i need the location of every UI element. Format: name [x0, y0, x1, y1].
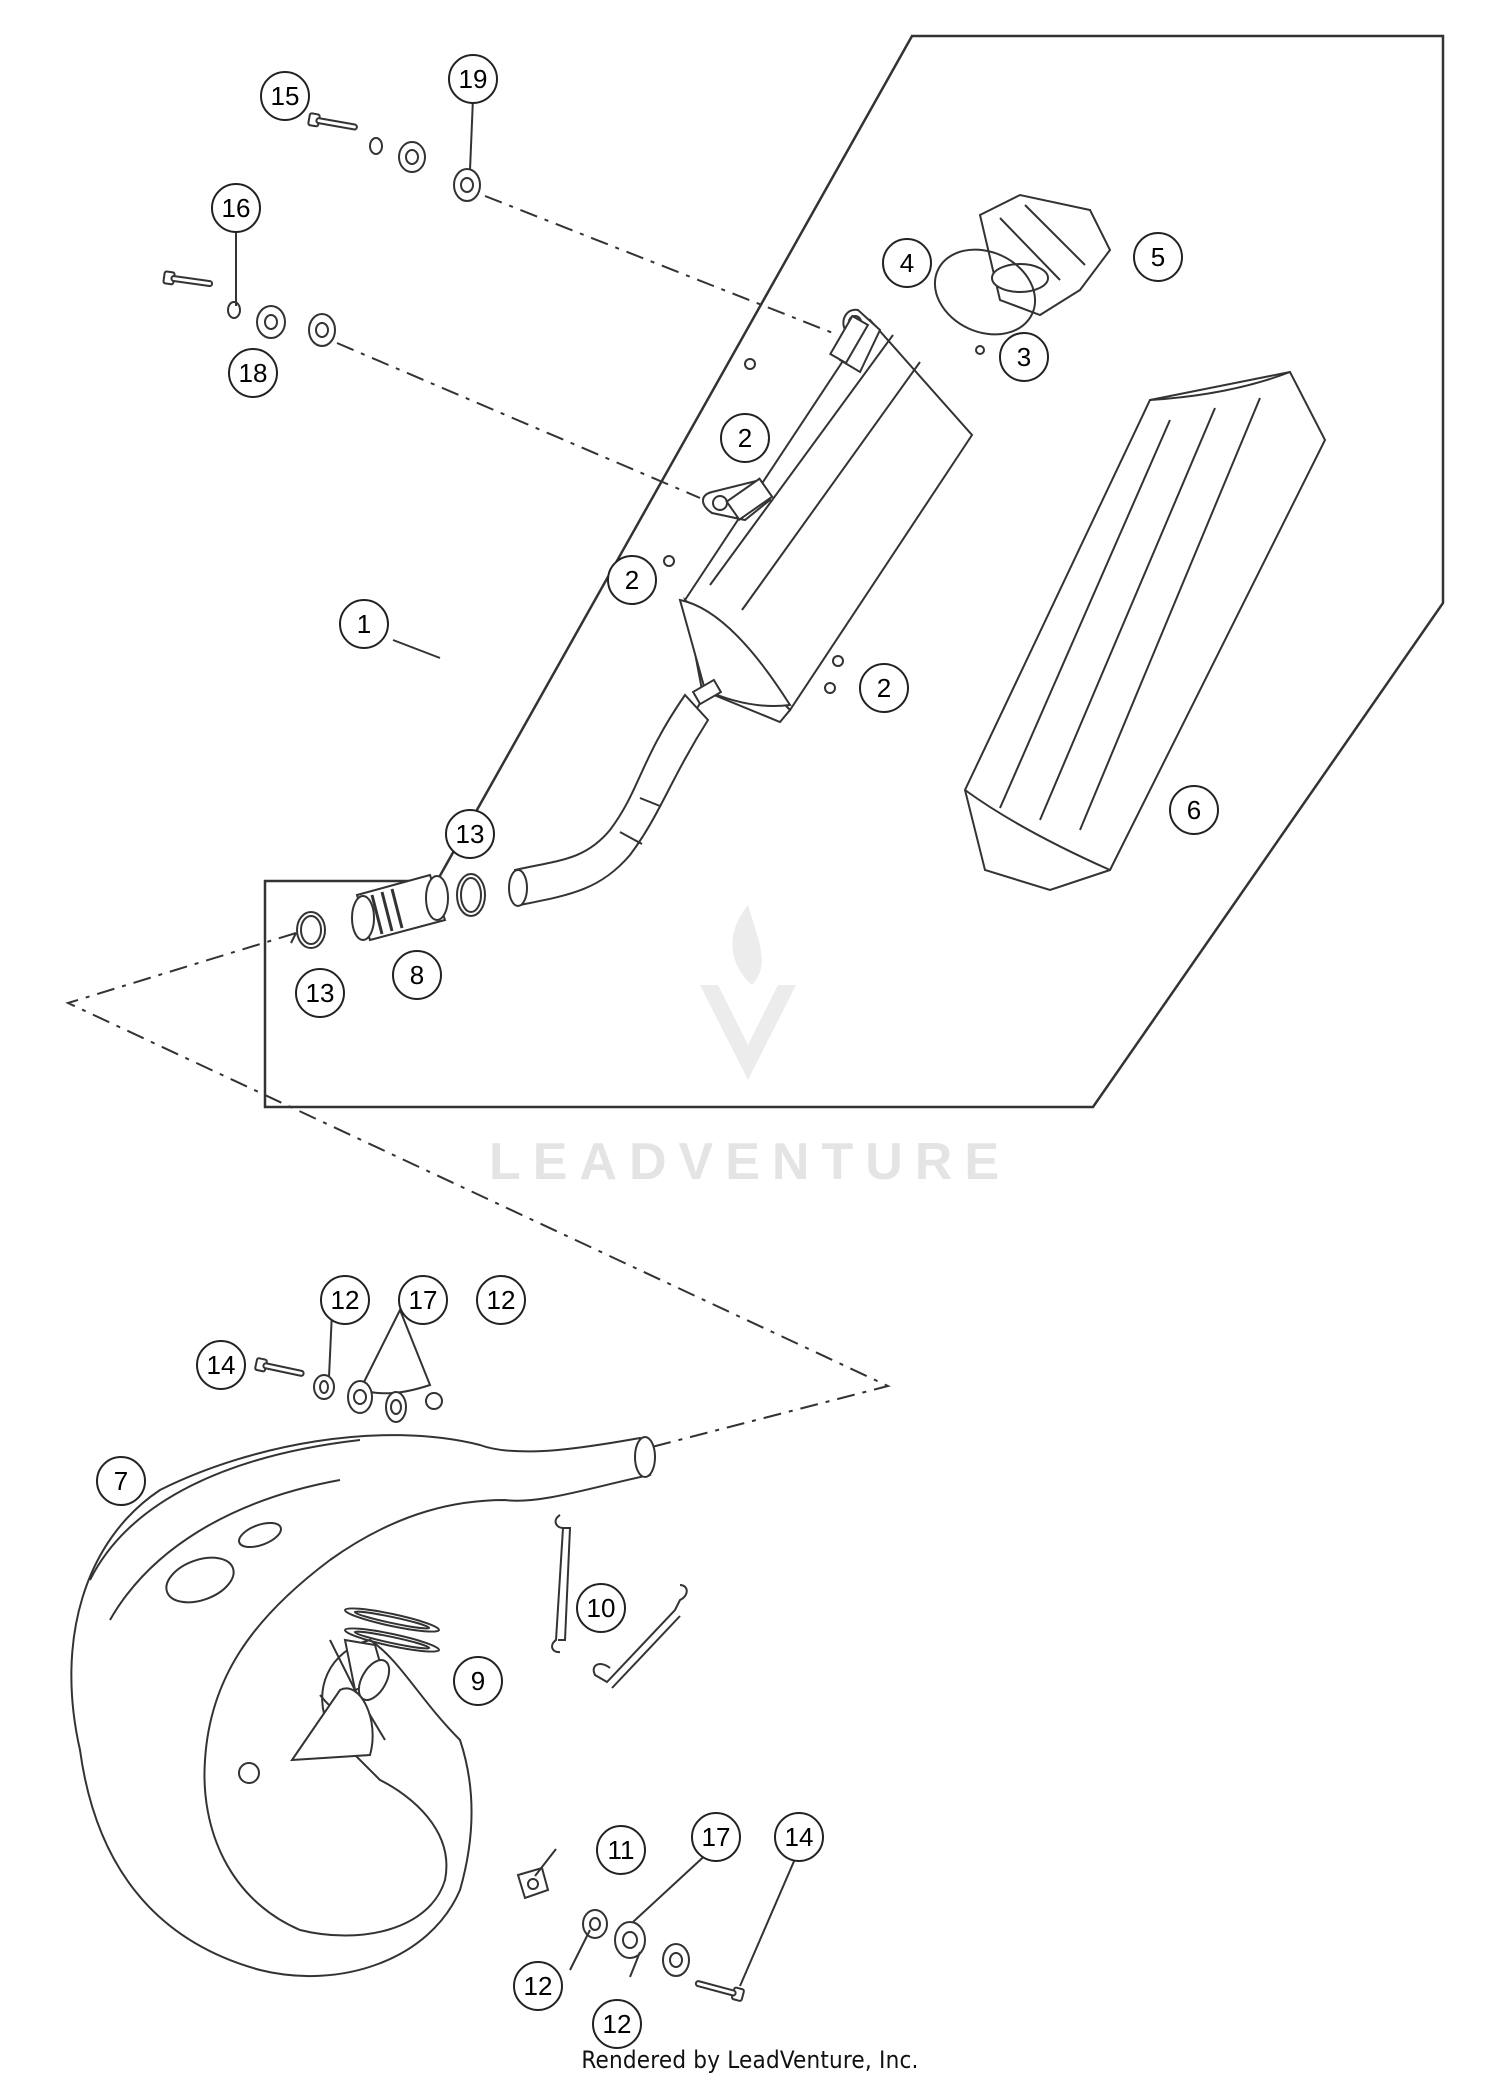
svg-text:14: 14 [785, 1822, 814, 1852]
svg-text:15: 15 [271, 81, 300, 111]
callout-17: 17 [398, 1275, 448, 1325]
silencer-cover [963, 370, 1327, 892]
silencer-body [663, 308, 985, 724]
svg-text:12: 12 [331, 1285, 360, 1315]
svg-text:9: 9 [471, 1666, 485, 1696]
fasteners-bottom [255, 1358, 744, 2001]
callout-13: 13 [295, 968, 345, 1018]
callout-16: 16 [211, 183, 261, 233]
svg-text:14: 14 [207, 1350, 236, 1380]
callout-11: 11 [596, 1825, 646, 1875]
connecting-sleeve [351, 873, 449, 942]
end-cap [978, 193, 1112, 317]
svg-text:8: 8 [410, 960, 424, 990]
callout-10: 10 [576, 1583, 626, 1633]
callout-12: 12 [592, 1999, 642, 2049]
watermark-logo [700, 905, 796, 1080]
callout-1: 1 [339, 599, 389, 649]
svg-text:7: 7 [114, 1466, 128, 1496]
callout-6: 6 [1169, 785, 1219, 835]
callouts: 1 2 2 2 3 4 5 6 7 8 9 10 11 12 12 12 12 … [96, 54, 1219, 2049]
callout-18: 18 [228, 348, 278, 398]
assembly-connector-lines [65, 195, 891, 1449]
svg-text:17: 17 [409, 1285, 438, 1315]
gasket-ring [933, 248, 1037, 336]
svg-text:16: 16 [222, 193, 251, 223]
callout-7: 7 [96, 1456, 146, 1506]
callout-14: 14 [196, 1340, 246, 1390]
svg-text:12: 12 [603, 2009, 632, 2039]
svg-text:18: 18 [239, 358, 268, 388]
svg-text:11: 11 [608, 1835, 635, 1865]
callout-5: 5 [1133, 232, 1183, 282]
callout-19: 19 [448, 54, 498, 104]
svg-text:5: 5 [1151, 242, 1165, 272]
svg-text:19: 19 [459, 64, 488, 94]
callout-13: 13 [445, 809, 495, 859]
footer-credit: Rendered by LeadVenture, Inc. [581, 2046, 919, 2074]
callout-15: 15 [260, 71, 310, 121]
callout-leaders [235, 97, 799, 1987]
callout-12: 12 [513, 1961, 563, 2011]
callout-8: 8 [392, 950, 442, 1000]
svg-text:4: 4 [900, 248, 914, 278]
callout-12: 12 [320, 1275, 370, 1325]
svg-text:17: 17 [702, 1822, 731, 1852]
svg-text:2: 2 [738, 423, 752, 453]
callout-3: 3 [999, 332, 1049, 382]
header-pipe [70, 1307, 656, 1978]
svg-text:13: 13 [306, 978, 335, 1008]
svg-text:2: 2 [625, 565, 639, 595]
svg-text:2: 2 [877, 673, 891, 703]
callout-2: 2 [859, 663, 909, 713]
callout-14: 14 [774, 1812, 824, 1862]
svg-text:10: 10 [587, 1593, 616, 1623]
svg-text:1: 1 [357, 609, 371, 639]
callout-17: 17 [691, 1812, 741, 1862]
svg-text:3: 3 [1017, 342, 1031, 372]
watermark-text: LEADVENTURE [488, 1133, 1012, 1191]
callout-4: 4 [882, 238, 932, 288]
fasteners-top [163, 113, 481, 347]
callout-2: 2 [720, 413, 770, 463]
svg-text:12: 12 [487, 1285, 516, 1315]
callout-2: 2 [607, 555, 657, 605]
o-rings [296, 873, 486, 949]
svg-text:12: 12 [524, 1971, 553, 2001]
springs [344, 1514, 688, 1689]
svg-text:6: 6 [1187, 795, 1201, 825]
callout-9: 9 [453, 1656, 503, 1706]
link-pipe [508, 693, 710, 907]
callout-12: 12 [476, 1275, 526, 1325]
svg-text:13: 13 [456, 819, 485, 849]
